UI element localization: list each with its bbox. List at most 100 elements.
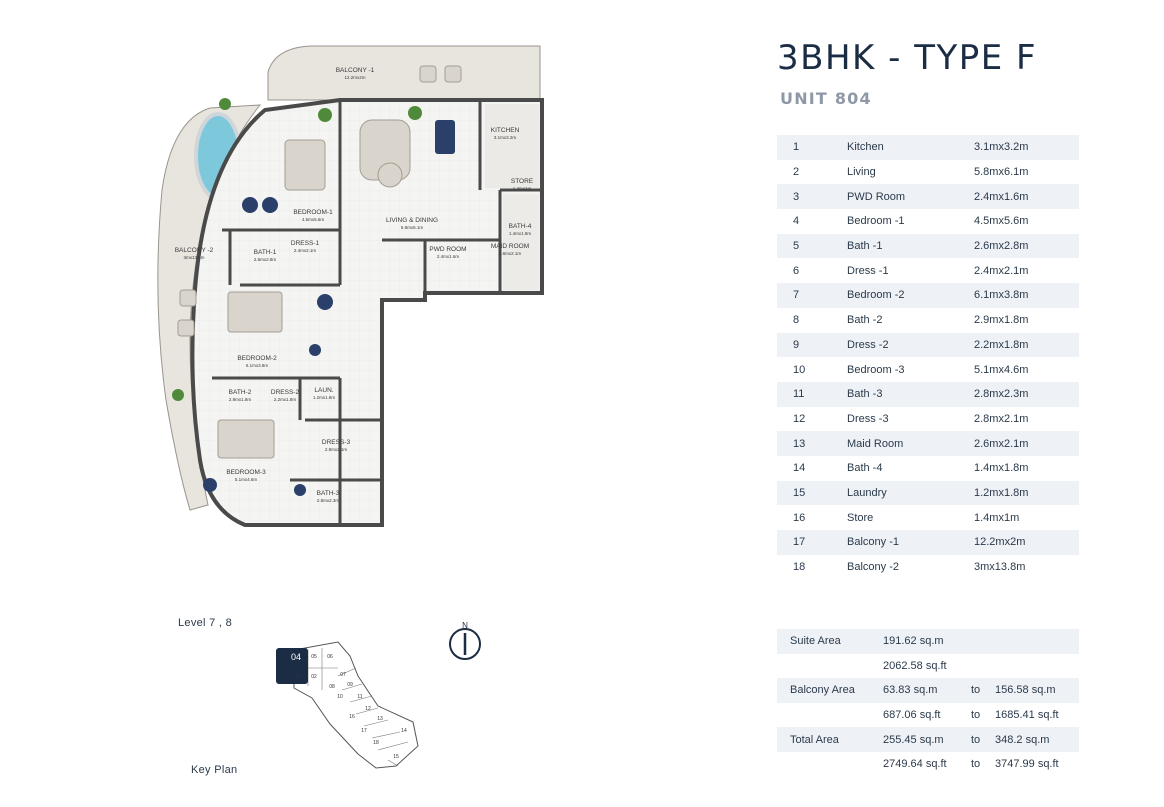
plan-label-kitchen: KITCHEN bbox=[491, 127, 520, 134]
room-name: Dress -2 bbox=[847, 332, 972, 358]
plan-dim-bath-4: 1.4mx1.8m bbox=[509, 231, 532, 236]
room-number: 18 bbox=[793, 561, 806, 574]
key-plan-unit: 14 bbox=[401, 728, 407, 734]
room-name: Dress -1 bbox=[847, 264, 889, 277]
plan-label-bath-1: BATH-1 bbox=[254, 249, 277, 256]
room-number: 13 bbox=[777, 431, 847, 456]
room-number: 12 bbox=[793, 412, 806, 425]
room-name: Bath -3 bbox=[847, 381, 972, 407]
balcony-area-sqft-to: 1685.41 sq.ft bbox=[995, 709, 1059, 722]
room-name: Bath -4 bbox=[847, 462, 883, 475]
key-plan-unit: 15 bbox=[393, 754, 399, 760]
compass-north-label: N bbox=[462, 621, 468, 630]
plan-dim-dress-1: 2.4mx2.1m bbox=[294, 248, 317, 253]
plan-dim-living: 5.8mx6.1m bbox=[401, 225, 424, 230]
room-size: 3.1mx3.2m bbox=[972, 135, 1079, 160]
room-size: 2.4mx1.6m bbox=[972, 184, 1079, 210]
key-plan-unit: 09 bbox=[347, 682, 353, 688]
total-area-sqm-to: 348.2 sq.m bbox=[995, 727, 1079, 752]
plan-dim-laundry: 1.2mx1.8m bbox=[313, 395, 336, 400]
total-area-sqft-to: 3747.99 sq.ft bbox=[995, 758, 1059, 771]
plan-label-maid-room: MAID ROOM bbox=[491, 243, 529, 250]
room-name: Bath -2 bbox=[847, 314, 883, 327]
north-compass-icon: N bbox=[449, 621, 481, 660]
plan-label-bedroom-2: BEDROOM-2 bbox=[237, 355, 277, 362]
key-plan-unit: 18 bbox=[373, 740, 379, 746]
room-size: 2.6mx2.8m bbox=[972, 233, 1079, 259]
unit-subtitle: UNIT 804 bbox=[780, 89, 872, 108]
table-row: 2 Living 5.8mx6.1m bbox=[777, 160, 1079, 185]
key-plan-unit: 07 bbox=[340, 672, 346, 678]
plan-label-bedroom-1: BEDROOM-1 bbox=[293, 209, 333, 216]
range-to: to bbox=[971, 727, 995, 752]
room-name: Maid Room bbox=[847, 431, 972, 456]
room-size: 2.8mx2.3m bbox=[972, 381, 1079, 407]
balcony-area-label: Balcony Area bbox=[777, 678, 883, 703]
balcony-area-sqm-from: 63.83 sq.m bbox=[883, 678, 971, 703]
plan-dim-dress-2: 2.2mx1.8m bbox=[274, 397, 297, 402]
room-number: 5 bbox=[777, 233, 847, 259]
plan-dim-bath-3: 2.8mx2.3m bbox=[317, 498, 340, 503]
table-row: Balcony Area 63.83 sq.m to 156.58 sq.m bbox=[777, 678, 1079, 703]
plan-label-dress-2: DRESS-2 bbox=[271, 389, 300, 396]
plan-dim-kitchen: 3.1mx3.2m bbox=[494, 135, 517, 140]
key-plan-unit: 08 bbox=[329, 684, 335, 690]
level-label: Level 7 , 8 bbox=[178, 617, 233, 629]
total-area-sqm-from: 255.45 sq.m bbox=[883, 727, 971, 752]
room-size: 3mx13.8m bbox=[974, 561, 1026, 574]
key-plan-unit-highlight bbox=[276, 648, 308, 684]
plan-dim-maid-room: 2.6mx2.1m bbox=[499, 251, 522, 256]
room-size: 2.4mx2.1m bbox=[974, 264, 1029, 277]
room-name: Bedroom -1 bbox=[847, 215, 905, 228]
room-name: PWD Room bbox=[847, 184, 972, 210]
table-row: Suite Area 191.62 sq.m bbox=[777, 629, 1079, 654]
plan-dim-balcony-2: 3mx13.8m bbox=[183, 255, 204, 260]
room-number: 3 bbox=[777, 184, 847, 210]
room-size: 12.2mx2m bbox=[972, 530, 1079, 555]
room-number: 16 bbox=[793, 511, 806, 524]
table-row: 2062.58 sq.ft bbox=[777, 654, 1079, 679]
plan-dim-pwd-room: 2.4mx1.6m bbox=[437, 254, 460, 259]
room-number: 2 bbox=[793, 166, 800, 179]
plan-dim-bedroom-1: 4.5mx5.6m bbox=[302, 217, 325, 222]
plan-dim-bath-1: 2.6mx2.8m bbox=[254, 257, 277, 262]
plan-label-bath-2: BATH-2 bbox=[229, 389, 252, 396]
room-name: Living bbox=[847, 166, 876, 179]
table-row: 2749.64 sq.ft to 3747.99 sq.ft bbox=[777, 752, 1079, 777]
suite-area-sqft: 2062.58 sq.ft bbox=[883, 659, 947, 672]
room-number: 9 bbox=[777, 332, 847, 358]
key-plan-label: Key Plan bbox=[191, 764, 238, 776]
room-number: 14 bbox=[793, 462, 806, 475]
plan-label-living: LIVING & DINING bbox=[386, 217, 438, 224]
room-number: 17 bbox=[777, 530, 847, 555]
plan-dim-balcony-1: 12.2mx2m bbox=[344, 75, 365, 80]
range-to: to bbox=[971, 678, 995, 703]
room-number: 4 bbox=[793, 215, 800, 228]
plan-label-balcony-1: BALCONY -1 bbox=[336, 67, 375, 74]
balcony-area-sqm-to: 156.58 sq.m bbox=[995, 678, 1079, 703]
room-name: Balcony -2 bbox=[847, 561, 899, 574]
room-size: 1.2mx1.8m bbox=[972, 480, 1079, 506]
room-number: 10 bbox=[793, 363, 806, 376]
plan-label-bath-3: BATH-3 bbox=[317, 490, 340, 497]
suite-area-label: Suite Area bbox=[777, 629, 883, 654]
balcony-1-terrace bbox=[267, 45, 541, 101]
table-row: Total Area 255.45 sq.m to 348.2 sq.m bbox=[777, 727, 1079, 752]
plan-label-laundry: LAUN. bbox=[314, 387, 333, 394]
key-plan-unit: 06 bbox=[327, 654, 333, 660]
room-size: 5.8mx6.1m bbox=[974, 166, 1029, 179]
